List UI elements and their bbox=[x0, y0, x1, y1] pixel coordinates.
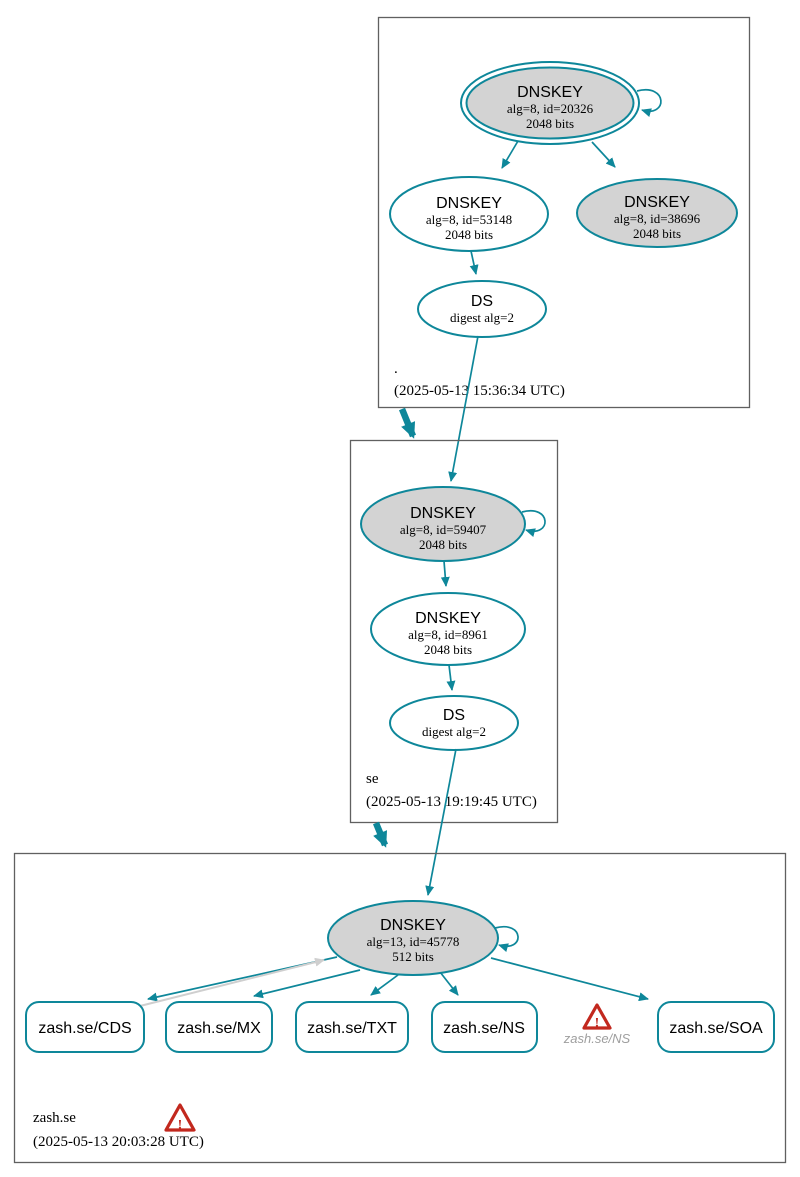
edge-se-zsk-to-ds bbox=[446, 664, 456, 691]
edge-se-ksk-selfloop bbox=[521, 509, 546, 537]
edge-delegation-root-to-se bbox=[398, 407, 417, 439]
rrset-zash-soa-box bbox=[657, 1001, 775, 1053]
dnskey-20326-bits: 2048 bits bbox=[526, 116, 574, 131]
ds-se-detail: digest alg=2 bbox=[422, 724, 486, 739]
node-dnskey-45778[interactable]: DNSKEY alg=13, id=45778 512 bits bbox=[327, 900, 499, 976]
node-zash-ns-warning[interactable]: ! zash.se/NS bbox=[563, 1003, 631, 1046]
rrset-zash-mx-label: zash.se/MX bbox=[177, 1020, 261, 1037]
missing-rrset-label: zash.se/NS bbox=[563, 1031, 631, 1046]
node-dnskey-59407[interactable]: DNSKEY alg=8, id=59407 2048 bits bbox=[360, 486, 526, 562]
edge-delegation-se-to-zash bbox=[372, 821, 389, 848]
edge-root-zsk-to-ds bbox=[469, 250, 479, 275]
ds-se-title: DS bbox=[443, 707, 465, 724]
dnskey-20326-detail: alg=8, id=20326 bbox=[507, 101, 594, 116]
edge-root-ksk-to-standby bbox=[591, 141, 616, 168]
dnskey-45778-ellipse bbox=[327, 900, 499, 976]
node-dnskey-53148[interactable]: DNSKEY alg=8, id=53148 2048 bits bbox=[389, 176, 549, 252]
node-ds-se[interactable]: DS digest alg=2 bbox=[389, 695, 519, 751]
edge-root-ksk-to-zsk bbox=[501, 140, 519, 169]
dnskey-8961-ellipse bbox=[370, 592, 526, 666]
dnskey-8961-detail: alg=8, id=8961 bbox=[408, 627, 488, 642]
node-dnskey-20326[interactable]: DNSKEY alg=8, id=20326 2048 bits bbox=[460, 61, 640, 145]
edge-ds-se-to-dnskey-45778 bbox=[425, 748, 457, 896]
rrset-zash-cds-label: zash.se/CDS bbox=[38, 1020, 131, 1037]
rrset-zash-cds[interactable]: zash.se/CDS bbox=[25, 1001, 145, 1053]
dnskey-59407-detail: alg=8, id=59407 bbox=[400, 522, 487, 537]
rrset-zash-txt-label: zash.se/TXT bbox=[307, 1020, 397, 1037]
dnskey-45778-detail: alg=13, id=45778 bbox=[367, 934, 460, 949]
warning-icon[interactable] bbox=[582, 1003, 612, 1030]
edge-zash-ksk-to-txt bbox=[370, 974, 399, 996]
ds-root-detail: digest alg=2 bbox=[450, 310, 514, 325]
rrset-zash-txt-box bbox=[295, 1001, 409, 1053]
edge-root-ksk-selfloop bbox=[636, 88, 662, 117]
cluster-root-zone: DNSKEY alg=8, id=20326 2048 bits DNSKEY … bbox=[377, 16, 751, 409]
edge-zash-ksk-to-mx bbox=[253, 969, 361, 999]
rrset-zash-ns-label: zash.se/NS bbox=[443, 1020, 525, 1037]
dnskey-20326-title: DNSKEY bbox=[517, 84, 583, 101]
edge-zash-ksk-selfloop bbox=[494, 925, 519, 952]
dnskey-53148-title: DNSKEY bbox=[436, 195, 502, 212]
dnskey-45778-bits: 512 bits bbox=[392, 949, 434, 964]
zone-label-root: . bbox=[394, 361, 398, 377]
cluster-zash-border bbox=[13, 852, 787, 1164]
zone-timestamp-se: (2025-05-13 19:19:45 UTC) bbox=[366, 794, 537, 810]
dnskey-53148-bits: 2048 bits bbox=[445, 227, 493, 242]
rrset-zash-cds-box bbox=[25, 1001, 145, 1053]
ds-root-ellipse bbox=[417, 280, 547, 338]
rrset-zash-txt[interactable]: zash.se/TXT bbox=[295, 1001, 409, 1053]
dnskey-38696-title: DNSKEY bbox=[624, 194, 690, 211]
zone-timestamp-zash: (2025-05-13 20:03:28 UTC) bbox=[33, 1134, 204, 1150]
zone-zash-warning[interactable]: ! bbox=[164, 1103, 196, 1133]
cluster-se-border bbox=[349, 439, 559, 824]
node-dnskey-38696[interactable]: DNSKEY alg=8, id=38696 2048 bits bbox=[576, 178, 738, 248]
dnskey-8961-title: DNSKEY bbox=[415, 610, 481, 627]
dnskey-20326-ellipse bbox=[465, 66, 635, 140]
edge-zash-ksk-to-ns bbox=[439, 971, 459, 996]
dnskey-53148-ellipse bbox=[389, 176, 549, 252]
cluster-se-zone: DNSKEY alg=8, id=59407 2048 bits DNSKEY … bbox=[349, 439, 559, 824]
rrset-zash-ns[interactable]: zash.se/NS bbox=[431, 1001, 538, 1053]
zone-label-zash: zash.se bbox=[33, 1110, 76, 1126]
cluster-root-border bbox=[377, 16, 751, 409]
rrset-zash-mx-box bbox=[165, 1001, 273, 1053]
edge-zash-cds-to-ksk-gray bbox=[139, 957, 325, 1007]
rrset-zash-soa-label: zash.se/SOA bbox=[669, 1020, 763, 1037]
dnskey-45778-title: DNSKEY bbox=[380, 917, 446, 934]
ds-root-title: DS bbox=[471, 293, 493, 310]
edge-se-ksk-to-zsk bbox=[440, 560, 450, 587]
rrset-zash-soa[interactable]: zash.se/SOA bbox=[657, 1001, 775, 1053]
rrset-zash-ns-box bbox=[431, 1001, 538, 1053]
dnskey-38696-ellipse bbox=[576, 178, 738, 248]
dnskey-59407-bits: 2048 bits bbox=[419, 537, 467, 552]
rrset-zash-mx[interactable]: zash.se/MX bbox=[165, 1001, 273, 1053]
node-ds-root[interactable]: DS digest alg=2 bbox=[417, 280, 547, 338]
cluster-zash-zone: DNSKEY alg=13, id=45778 512 bits zash.se… bbox=[13, 852, 787, 1164]
warning-exclamation-glyph: ! bbox=[595, 1016, 600, 1031]
dnskey-59407-ellipse bbox=[360, 486, 526, 562]
edge-ds-root-to-dnskey-59407 bbox=[448, 335, 479, 482]
ds-se-ellipse bbox=[389, 695, 519, 751]
dnskey-38696-bits: 2048 bits bbox=[633, 226, 681, 241]
dnskey-53148-detail: alg=8, id=53148 bbox=[426, 212, 512, 227]
dnskey-20326-outer-ring bbox=[460, 61, 640, 145]
dnskey-38696-detail: alg=8, id=38696 bbox=[614, 211, 701, 226]
dnskey-59407-title: DNSKEY bbox=[410, 505, 476, 522]
edge-zash-ksk-to-soa bbox=[490, 957, 649, 1002]
warning-icon[interactable] bbox=[164, 1103, 196, 1132]
zone-label-se: se bbox=[366, 771, 379, 787]
warning-exclamation-glyph: ! bbox=[178, 1118, 183, 1133]
node-dnskey-8961[interactable]: DNSKEY alg=8, id=8961 2048 bits bbox=[370, 592, 526, 666]
dnskey-8961-bits: 2048 bits bbox=[424, 642, 472, 657]
zone-timestamp-root: (2025-05-13 15:36:34 UTC) bbox=[394, 383, 565, 399]
